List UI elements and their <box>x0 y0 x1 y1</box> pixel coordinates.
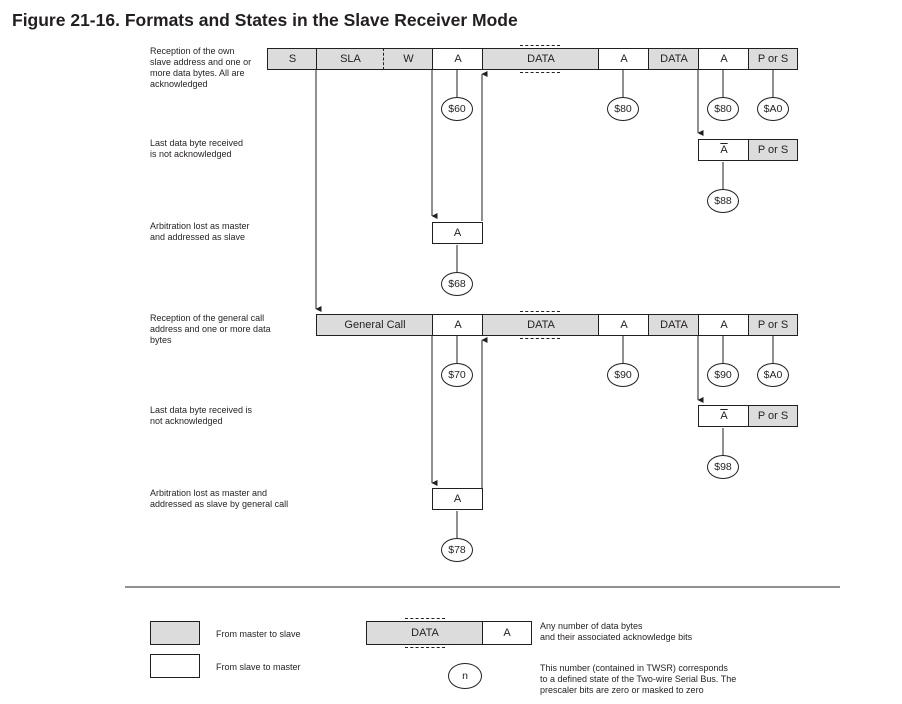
frame-stop-or-restart: P or S <box>748 314 798 336</box>
state-bubble: $80 <box>707 97 739 121</box>
row-description-general-call: Reception of the general call address an… <box>150 313 271 345</box>
state-bubble: $68 <box>441 272 473 296</box>
frame-not-ack: A <box>698 405 749 427</box>
frame-ack: A <box>432 488 483 510</box>
legend-ack-box: A <box>482 621 532 645</box>
state-bubble: $90 <box>607 363 639 387</box>
frame-start: S <box>267 48 317 70</box>
state-bubble: $60 <box>441 97 473 121</box>
state-bubble: $88 <box>707 189 739 213</box>
frame-write-bit: W <box>383 48 433 70</box>
frame-ack: A <box>432 48 483 70</box>
row-description-arbitration-lost: Arbitration lost as master and addressed… <box>150 221 250 242</box>
frame-ack: A <box>698 48 749 70</box>
frame-stop-or-restart: P or S <box>748 48 798 70</box>
data-dash-marker <box>520 72 560 73</box>
state-bubble: $78 <box>441 538 473 562</box>
legend-data-box: DATA <box>366 621 483 645</box>
state-bubble: $A0 <box>757 363 789 387</box>
row-description-last-byte-nack: Last data byte received is not acknowled… <box>150 138 244 159</box>
legend-data-description: Any number of data bytes and their assoc… <box>540 621 693 642</box>
frame-data: DATA <box>482 314 599 336</box>
data-dash-marker <box>520 311 560 312</box>
data-dash-marker <box>405 647 445 648</box>
sla-label: SLA <box>340 53 361 65</box>
figure-title: Figure 21-16. Formats and States in the … <box>12 10 518 30</box>
row-description-arbitration-lost-general-call: Arbitration lost as master and addressed… <box>150 488 289 509</box>
frame-data: DATA <box>648 314 699 336</box>
frame-data: DATA <box>648 48 699 70</box>
state-bubble: $98 <box>707 455 739 479</box>
frame-sla: SLA <box>316 48 384 70</box>
not-ack-label: A <box>720 144 728 156</box>
frame-stop-or-restart: P or S <box>748 405 798 427</box>
frame-ack: A <box>598 314 649 336</box>
state-bubble: $A0 <box>757 97 789 121</box>
state-bubble: $90 <box>707 363 739 387</box>
legend-state-bubble: n <box>448 663 482 689</box>
legend-master-swatch <box>150 621 200 645</box>
row-description-own-address: Reception of the own slave address and o… <box>150 46 252 89</box>
legend-slave-label: From slave to master <box>216 662 301 672</box>
frame-data: DATA <box>482 48 599 70</box>
legend-slave-swatch <box>150 654 200 678</box>
frame-ack: A <box>698 314 749 336</box>
frame-stop-or-restart: P or S <box>748 139 798 161</box>
frame-ack: A <box>598 48 649 70</box>
data-dash-marker <box>520 45 560 46</box>
data-dash-marker <box>520 338 560 339</box>
legend-state-description: This number (contained in TWSR) correspo… <box>540 663 737 695</box>
legend-master-label: From master to slave <box>216 629 301 639</box>
frame-ack: A <box>432 222 483 244</box>
frame-not-ack: A <box>698 139 749 161</box>
state-bubble: $70 <box>441 363 473 387</box>
row-description-general-call-last-byte-nack: Last data byte received is not acknowled… <box>150 405 253 426</box>
frame-general-call: General Call <box>316 314 433 336</box>
data-dash-marker <box>405 618 445 619</box>
frame-ack: A <box>432 314 483 336</box>
not-ack-label: A <box>720 410 728 422</box>
state-bubble: $80 <box>607 97 639 121</box>
